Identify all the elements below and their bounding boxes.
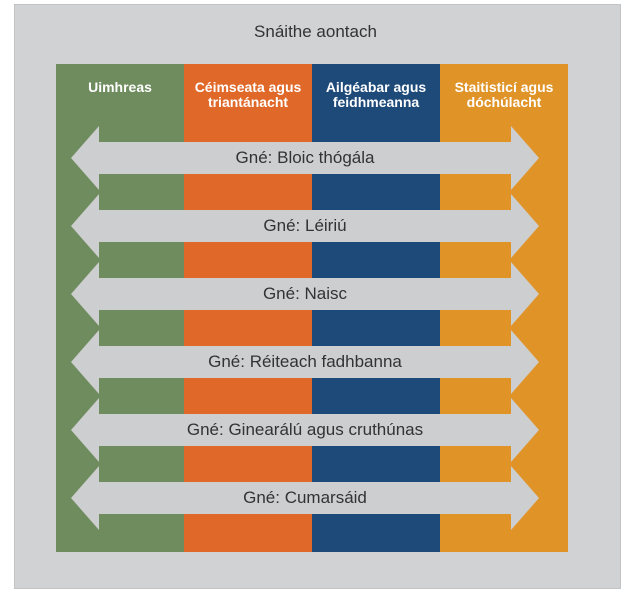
double-arrow-shape: [71, 126, 539, 190]
element-label: Gné: Léiriú: [263, 216, 347, 235]
element-label: Gné: Cumarsáid: [243, 488, 367, 507]
element-label: Gné: Ginearálú agus cruthúnas: [186, 420, 424, 439]
double-arrow-shape: [71, 330, 539, 394]
element-label: Gné: Naisc: [262, 284, 348, 303]
strand-label-line2: feidhmeanna: [332, 94, 420, 110]
element-arrow-communication: Gné: Cumarsáid: [71, 466, 539, 530]
element-arrow-problem-solving: Gné: Réiteach fadhbanna: [71, 330, 539, 394]
element-arrow-building-blocks: Gné: Bloic thógála: [71, 126, 539, 190]
element-arrow-representation: Gné: Léiriú: [71, 194, 539, 258]
strand-label-line1: Ailgéabar agus: [325, 79, 427, 95]
strand-label-line1: Céimseata agus: [194, 79, 302, 95]
strand-label-number: Uimhreas: [56, 80, 184, 95]
double-arrow-shape: [71, 194, 539, 258]
strand-label-line2: dóchúlacht: [466, 94, 542, 110]
element-label: Gné: Réiteach fadhbanna: [208, 352, 402, 371]
double-arrow-shape: [71, 398, 539, 462]
double-arrow-shape: [71, 466, 539, 530]
element-arrow-generalising: Gné: Ginearálú agus cruthúnas: [71, 398, 539, 462]
strand-label-line2: triantánacht: [207, 94, 289, 110]
strand-label-line1: Uimhreas: [88, 79, 152, 95]
element-arrow-connections: Gné: Naisc: [71, 262, 539, 326]
element-label: Gné: Bloic thógála: [235, 148, 375, 167]
double-arrow-shape: [71, 262, 539, 326]
strand-label-statistics: Staitisticí agus dóchúlacht: [440, 80, 568, 110]
strand-label-line1: Staitisticí agus: [454, 79, 554, 95]
strand-label-algebra: Ailgéabar agus feidhmeanna: [312, 80, 440, 110]
strand-label-geometry: Céimseata agus triantánacht: [184, 80, 312, 110]
diagram-title: Snáithe aontach: [254, 22, 377, 41]
